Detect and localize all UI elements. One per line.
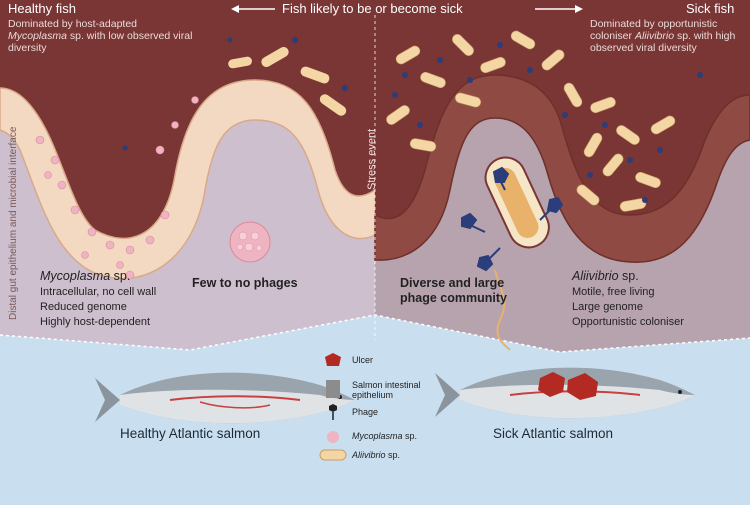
ulcer-icon: [567, 373, 598, 400]
stress-event-label: Stress event: [366, 128, 378, 190]
sick-epithelium: [374, 74, 750, 263]
aliivibrio-block: Aliivibrio sp. Motile, free living Large…: [572, 269, 684, 328]
legend-epithelium-icon: [326, 380, 340, 398]
healthy-lumen-phages: [122, 37, 348, 151]
vertical-gut-label: Distal gut epithelium and microbial inte…: [8, 126, 19, 320]
sick-lumen-phages: [392, 42, 703, 203]
sick-salmon-icon: [435, 367, 695, 419]
legend-phage-icon: [329, 404, 337, 420]
few-phages-label: Few to no phages: [192, 276, 298, 290]
interface-border: [0, 314, 750, 353]
legend-ulcer-label: Ulcer: [352, 355, 374, 365]
header-left: Healthy fish: [8, 1, 76, 16]
phage-attached-icons: [461, 166, 564, 272]
healthy-salmon-icon: [95, 372, 355, 424]
legend-aliivibrio-icon: [319, 449, 347, 461]
ulcer-icon: [538, 372, 565, 397]
mycoplasma-cluster: [35, 96, 199, 280]
healthy-lumen: [0, 0, 375, 239]
mycoplasma-cell-icon: [229, 221, 271, 263]
sick-lumen-bacteria: [386, 30, 676, 212]
healthy-caption: Healthy Atlantic salmon: [120, 426, 261, 441]
healthy-lumen-bacteria: [228, 47, 347, 116]
sick-caption: Sick Atlantic salmon: [493, 426, 614, 441]
header-center: Fish likely to be or become sick: [282, 1, 463, 16]
header-right: Sick fish: [686, 1, 735, 16]
legend-ulcer-icon: [325, 353, 341, 366]
legend-mycoplasma-label: Mycoplasma sp.: [352, 431, 418, 441]
legend-phage-label: Phage: [352, 407, 379, 417]
mycoplasma-block: Mycoplasma sp. Intracellular, no cell wa…: [40, 269, 157, 328]
legend-mycoplasma-icon: [327, 431, 339, 443]
legend-aliivibrio-label: Aliivibrio sp.: [352, 450, 401, 460]
right-description: Dominated by opportunistic coloniser Ali…: [590, 18, 736, 54]
